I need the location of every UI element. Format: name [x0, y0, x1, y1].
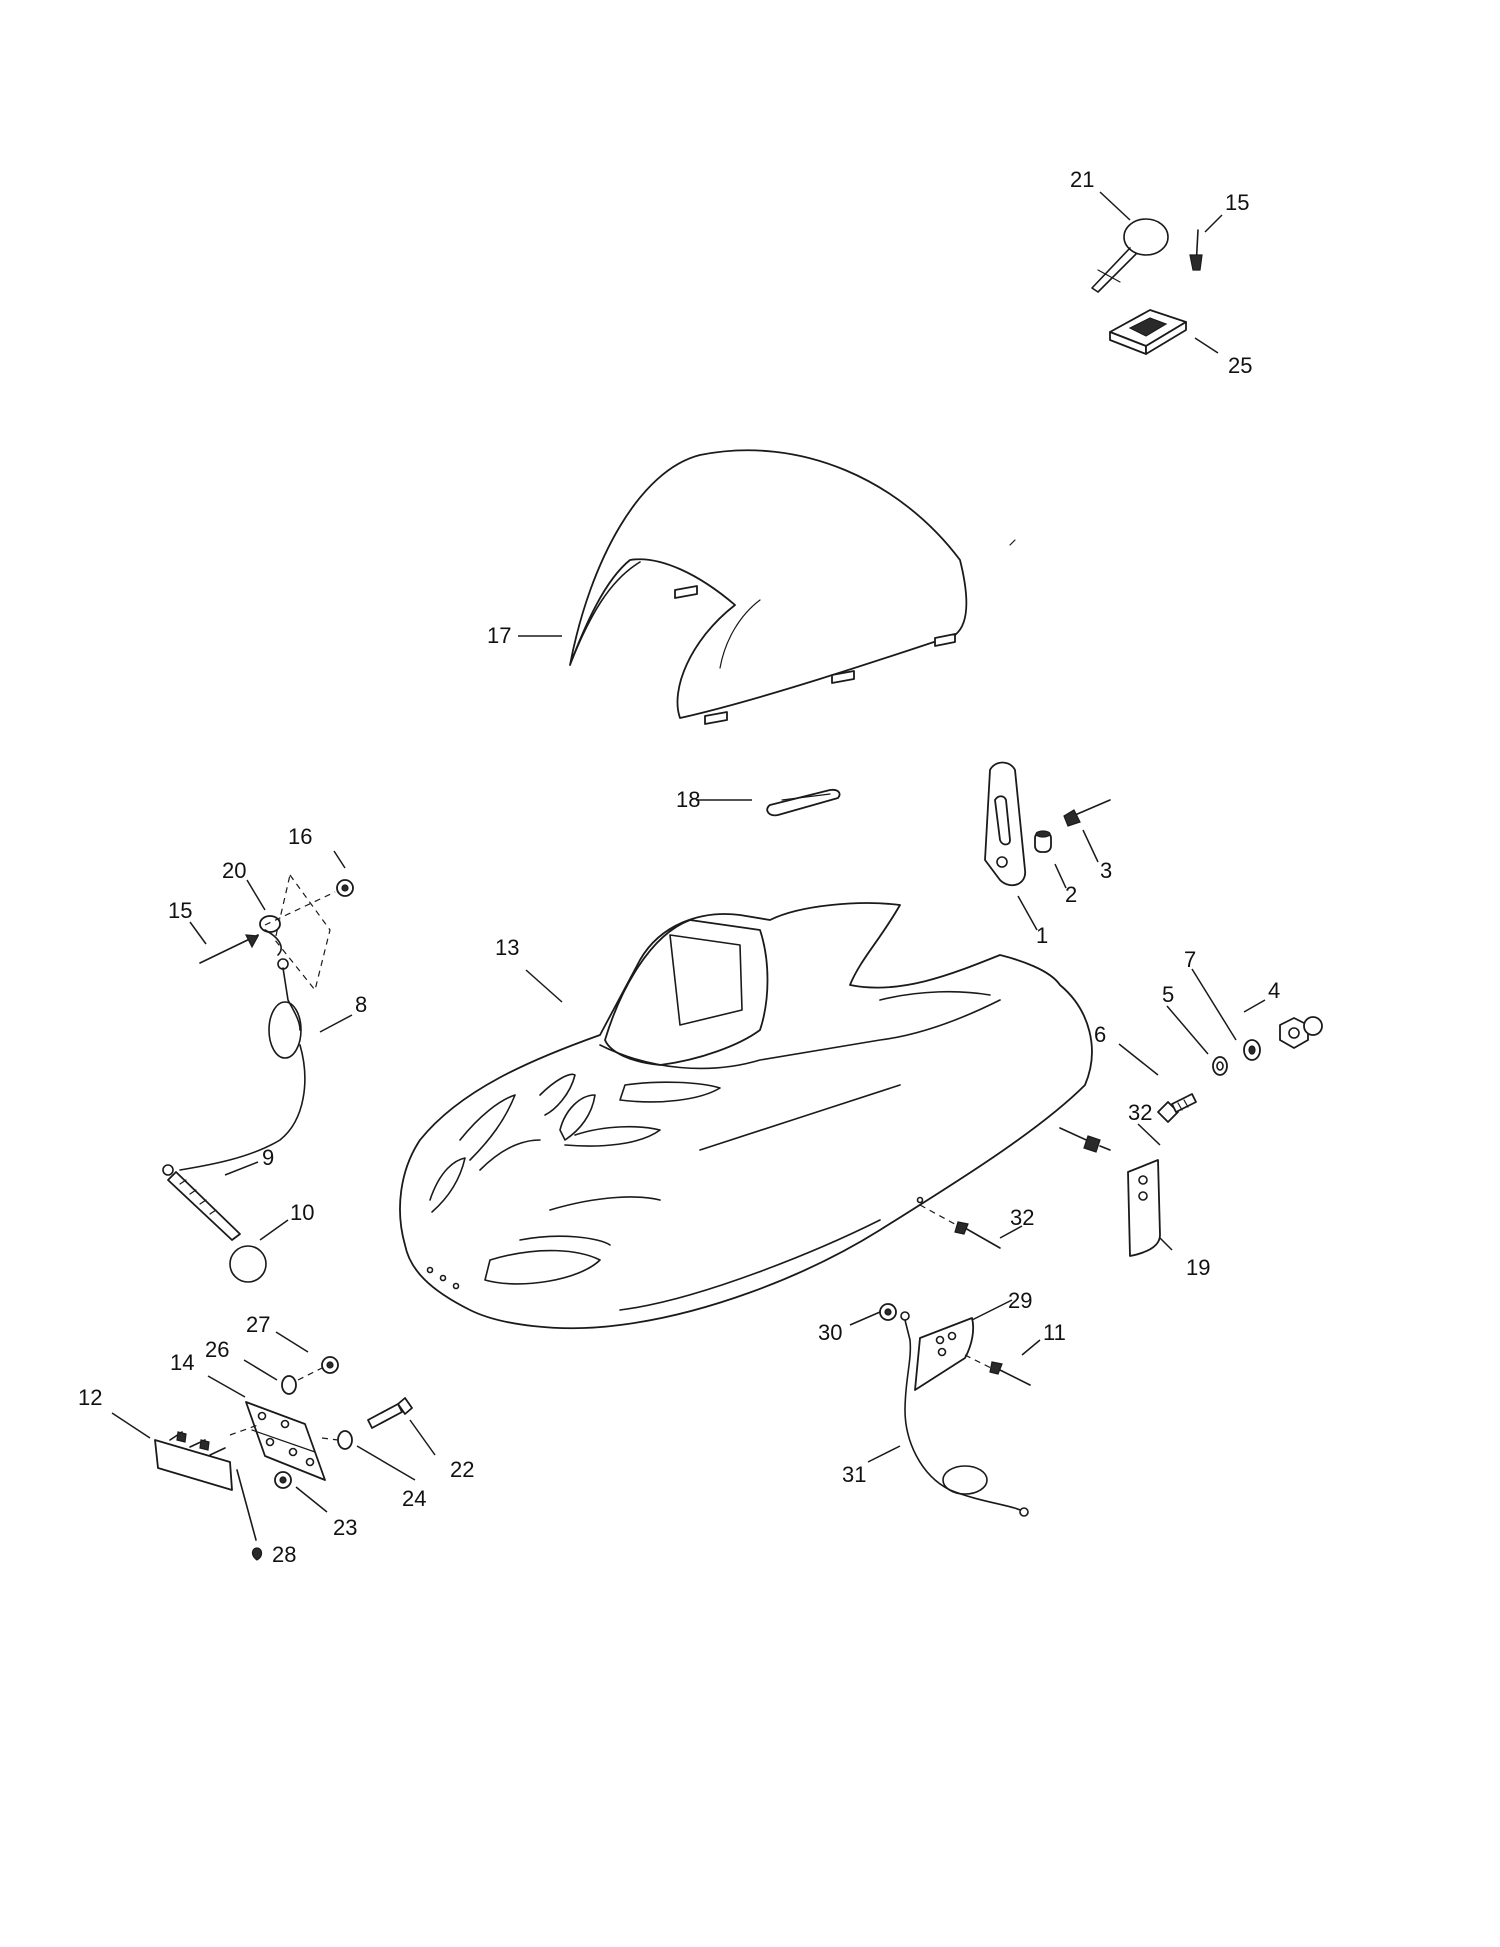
- callout-10: 10: [290, 1200, 314, 1225]
- callout-14: 14: [170, 1350, 194, 1375]
- callout-12: 12: [78, 1385, 102, 1410]
- callout-26: 26: [205, 1337, 229, 1362]
- leader-lines: [111, 191, 1266, 1513]
- callout-15-left: 15: [168, 898, 192, 923]
- bolt-6: [1157, 1093, 1197, 1123]
- spacer: [1034, 830, 1052, 853]
- nut-23: [274, 1471, 292, 1489]
- bracket-29: [914, 1317, 975, 1391]
- callout-13: 13: [495, 935, 519, 960]
- nut-27: [321, 1356, 339, 1374]
- cap-28: [236, 1469, 263, 1561]
- callout-4: 4: [1268, 978, 1280, 1003]
- callout-7: 7: [1184, 947, 1196, 972]
- bolt-22: [367, 1397, 413, 1429]
- cable-tie: [1091, 218, 1169, 293]
- callout-31: 31: [842, 1462, 866, 1487]
- hinge-plate-14: [245, 1401, 326, 1481]
- callout-25: 25: [1228, 353, 1252, 378]
- washer-24: [337, 1430, 353, 1450]
- callout-19: 19: [1186, 1255, 1210, 1280]
- rivet-32-lower: [919, 1204, 1001, 1249]
- callout-3: 3: [1100, 858, 1112, 883]
- push-rivet-15-left: [199, 891, 336, 964]
- side-plate-19: [1127, 1159, 1161, 1257]
- callout-20: 20: [222, 858, 246, 883]
- tether-cord: [162, 958, 306, 1176]
- callout-9: 9: [262, 1145, 274, 1170]
- callout-labels: 1 2 3 4 5 6 7 8 9 10 11 12 13 14 15 15 1…: [78, 167, 1280, 1567]
- callout-18: 18: [676, 787, 700, 812]
- hardware-leaders: [229, 1367, 339, 1441]
- callout-23: 23: [333, 1515, 357, 1540]
- callout-32-upper: 32: [1128, 1100, 1152, 1125]
- washer-5: [1212, 1056, 1228, 1076]
- rivet-grip: [1063, 799, 1111, 827]
- key-ring: [229, 1245, 267, 1283]
- washer-30: [879, 1303, 897, 1321]
- washer-7: [1243, 1039, 1261, 1061]
- seal-strip: [766, 788, 841, 817]
- callout-2: 2: [1065, 882, 1077, 907]
- left-bracket-plate: [274, 873, 331, 992]
- callout-21: 21: [1070, 167, 1094, 192]
- washer-20: [259, 915, 282, 956]
- callout-29: 29: [1008, 1288, 1032, 1313]
- callout-1: 1: [1036, 923, 1048, 948]
- push-rivet-top: [1189, 229, 1203, 271]
- rivet-32-upper: [1059, 1127, 1111, 1153]
- callout-16: 16: [288, 824, 312, 849]
- tie-mount: [1109, 309, 1187, 355]
- nut-16: [336, 879, 354, 897]
- callout-5: 5: [1162, 982, 1174, 1007]
- callout-11: 11: [1043, 1320, 1066, 1345]
- cap-nut-4: [1279, 1016, 1323, 1049]
- windshield: [569, 449, 1016, 725]
- hood: [399, 902, 1093, 1330]
- callout-6: 6: [1094, 1022, 1106, 1047]
- hand-grip: [984, 761, 1026, 887]
- tether-cord-31: [900, 1311, 1029, 1517]
- washer-26: [281, 1375, 297, 1395]
- callout-24: 24: [402, 1486, 426, 1511]
- reflector-12: [154, 1431, 233, 1491]
- callout-22: 22: [450, 1457, 474, 1482]
- callout-17: 17: [487, 623, 511, 648]
- callout-8: 8: [355, 992, 367, 1017]
- rivet-11: [964, 1354, 1031, 1386]
- callout-32-lower: 32: [1010, 1205, 1034, 1230]
- callout-15-top: 15: [1225, 190, 1249, 215]
- callout-28: 28: [272, 1542, 296, 1567]
- callout-30: 30: [818, 1320, 842, 1345]
- callout-27: 27: [246, 1312, 270, 1337]
- key: [167, 1171, 241, 1241]
